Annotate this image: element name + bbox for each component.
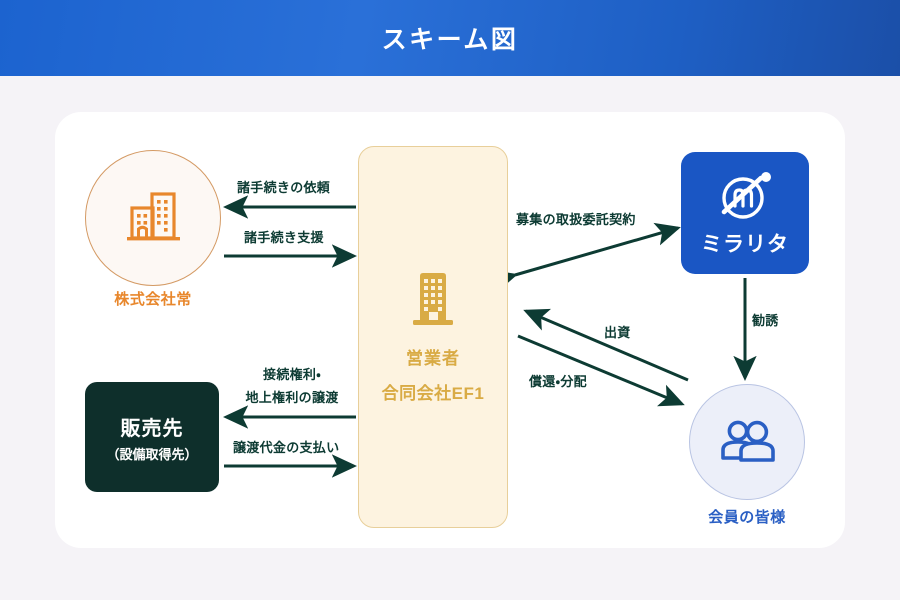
sales-destination-subtitle: （設備取得先） xyxy=(106,446,198,462)
arrow-label-rights-transfer-line2: 地上権利の譲渡 xyxy=(245,390,339,405)
node-label-members: 会員の皆様 xyxy=(708,509,786,526)
arrow-label-rights-transfer-line1: 接続権利・ xyxy=(263,367,321,382)
users-group-icon xyxy=(721,420,775,462)
node-sales-destination[interactable]: 販売先 （設備取得先） xyxy=(85,382,219,492)
node-miralita[interactable]: ミラリタ xyxy=(681,152,809,274)
node-label-company-joe: 株式会社常 xyxy=(114,291,192,308)
building-icon xyxy=(413,273,453,325)
arrow-label-solicitation-entrustment: 募集の取扱委託契約 xyxy=(516,212,636,227)
page-header: スキーム図 xyxy=(0,0,900,76)
node-members[interactable] xyxy=(689,384,805,500)
page-title: スキーム図 xyxy=(381,26,519,54)
node-operator[interactable]: 営業者 合同会社EF1 xyxy=(358,146,508,528)
operator-line1: 営業者 xyxy=(406,349,460,368)
arrow-label-investment: 出資 xyxy=(604,325,631,340)
operator-line2: 合同会社EF1 xyxy=(381,384,485,403)
sales-destination-title: 販売先 xyxy=(120,417,184,440)
miralita-m-logo-icon xyxy=(721,172,771,219)
node-company-joe[interactable] xyxy=(85,150,221,286)
arrow-label-procedure-request: 諸手続きの依頼 xyxy=(237,180,331,195)
arrow-label-solicitation: 勧誘 xyxy=(752,313,779,328)
arrow-label-transfer-payment: 譲渡代金の支払い xyxy=(233,440,340,455)
arrow-label-procedure-support: 諸手続き支援 xyxy=(244,230,324,245)
office-building-icon xyxy=(127,192,180,241)
arrow-label-redemption-distribution: 償還・分配 xyxy=(529,374,587,389)
miralita-brand-text: ミラリタ xyxy=(701,233,789,256)
